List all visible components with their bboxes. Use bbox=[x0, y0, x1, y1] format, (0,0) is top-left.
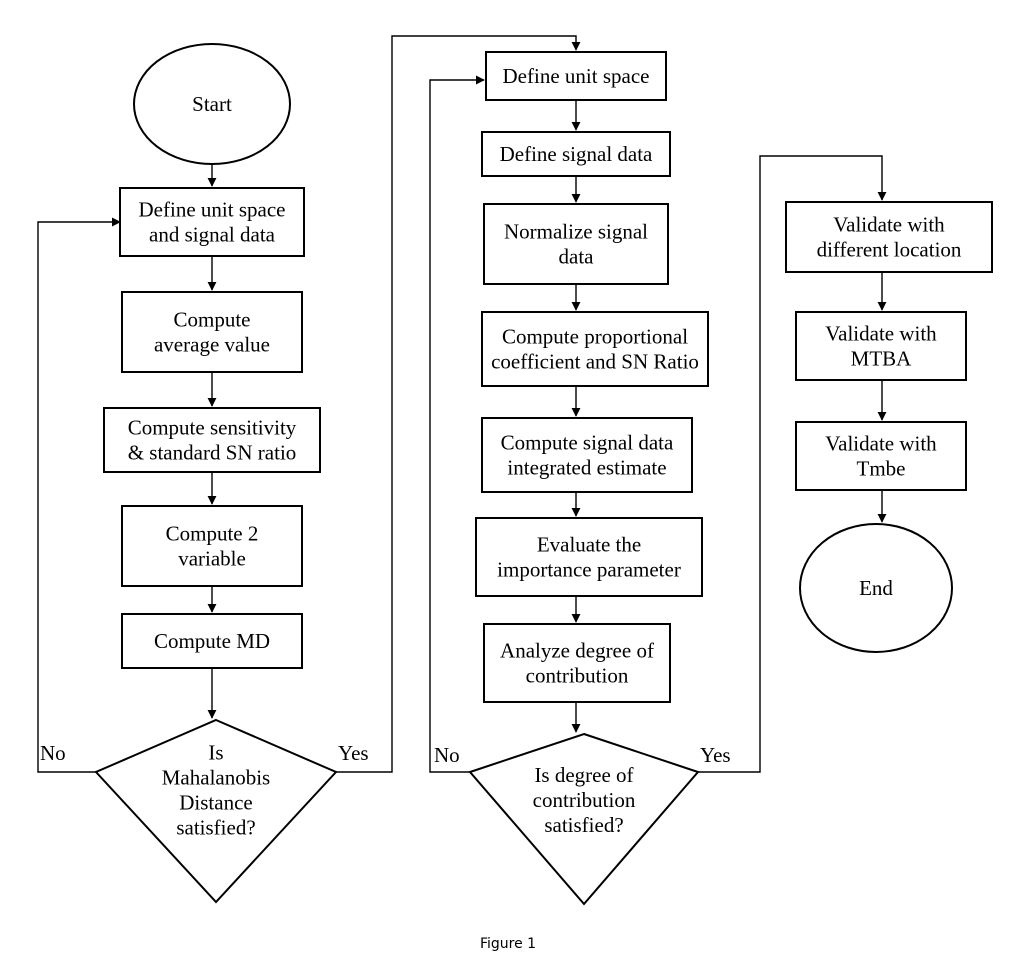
evaluate-importance-line: Evaluate the bbox=[537, 533, 641, 557]
svg-text:Define unit space: Define unit space bbox=[503, 64, 650, 88]
decision-md-line: satisfied? bbox=[176, 816, 255, 840]
contribution-no-label: No bbox=[434, 743, 460, 767]
compute-average-line: average value bbox=[154, 333, 270, 357]
svg-text:Compute sensitivity& standard: Compute sensitivity& standard SN ratio bbox=[128, 416, 297, 465]
svg-text:End: End bbox=[859, 576, 893, 600]
validate-location-line: different location bbox=[817, 238, 962, 262]
compute-integrated-line: integrated estimate bbox=[507, 456, 666, 480]
validate-location-line: Validate with bbox=[833, 213, 945, 237]
decision-md-line: Distance bbox=[179, 791, 252, 815]
decision-contribution-line: satisfied? bbox=[544, 813, 623, 837]
validate-tmbe-line: Validate with bbox=[825, 432, 937, 456]
define-signal-data-line: Define signal data bbox=[500, 142, 653, 166]
end-terminal: End bbox=[799, 523, 953, 653]
contribution-yes-label: Yes bbox=[700, 743, 731, 767]
validate-tmbe-line: Tmbe bbox=[857, 457, 906, 481]
define-unit-space-box: Define unit space bbox=[485, 51, 667, 101]
compute-proportional-line: Compute proportional bbox=[502, 325, 688, 349]
define-unit-signal-line: and signal data bbox=[149, 223, 276, 247]
compute-integrated-line: Compute signal data bbox=[501, 431, 674, 455]
define-unit-space-line: Define unit space bbox=[503, 64, 650, 88]
define-unit-signal-line: Define unit space bbox=[139, 198, 286, 222]
compute-average-line: Compute bbox=[174, 308, 251, 332]
define-signal-data-box: Define signal data bbox=[481, 131, 671, 177]
decision-md-line: Mahalanobis bbox=[162, 766, 270, 790]
compute-sensitivity-line: & standard SN ratio bbox=[128, 441, 297, 465]
compute-md-line: Compute MD bbox=[154, 629, 270, 653]
decision-md-line: Is bbox=[208, 741, 223, 765]
compute-sensitivity-box: Compute sensitivity& standard SN ratio bbox=[103, 407, 321, 473]
analyze-contribution-line: contribution bbox=[526, 664, 629, 688]
compute-proportional-line: coefficient and SN Ratio bbox=[491, 350, 699, 374]
compute-2-variable-line: variable bbox=[178, 547, 246, 571]
edge-md-no-loop bbox=[37, 217, 121, 773]
normalize-signal-line: Normalize signal bbox=[504, 220, 648, 244]
svg-text:Start: Start bbox=[192, 92, 232, 116]
start-terminal: Start bbox=[133, 43, 291, 165]
start-line: Start bbox=[192, 92, 232, 116]
figure-caption: Figure 1 bbox=[480, 936, 536, 952]
edge-contribution-yes bbox=[698, 155, 887, 773]
md-yes-label: Yes bbox=[338, 741, 369, 765]
validate-mtba-line: Validate with bbox=[825, 322, 937, 346]
compute-sensitivity-line: Compute sensitivity bbox=[128, 416, 297, 440]
compute-md-box: Compute MD bbox=[121, 613, 303, 669]
md-no-label: No bbox=[40, 741, 66, 765]
decision-contribution-line: contribution bbox=[533, 788, 636, 812]
svg-text:Define signal data: Define signal data bbox=[500, 142, 653, 166]
edge-contribution-no-loop bbox=[429, 75, 485, 773]
normalize-signal-line: data bbox=[559, 245, 595, 269]
compute-2-variable-line: Compute 2 bbox=[166, 522, 259, 546]
evaluate-importance-line: importance parameter bbox=[497, 558, 681, 582]
svg-text:Compute MD: Compute MD bbox=[154, 629, 270, 653]
validate-mtba-line: MTBA bbox=[851, 347, 913, 371]
decision-contribution-line: Is degree of bbox=[534, 763, 633, 787]
analyze-contribution-line: Analyze degree of bbox=[500, 639, 654, 663]
edge-md-yes bbox=[336, 35, 581, 773]
end-line: End bbox=[859, 576, 893, 600]
